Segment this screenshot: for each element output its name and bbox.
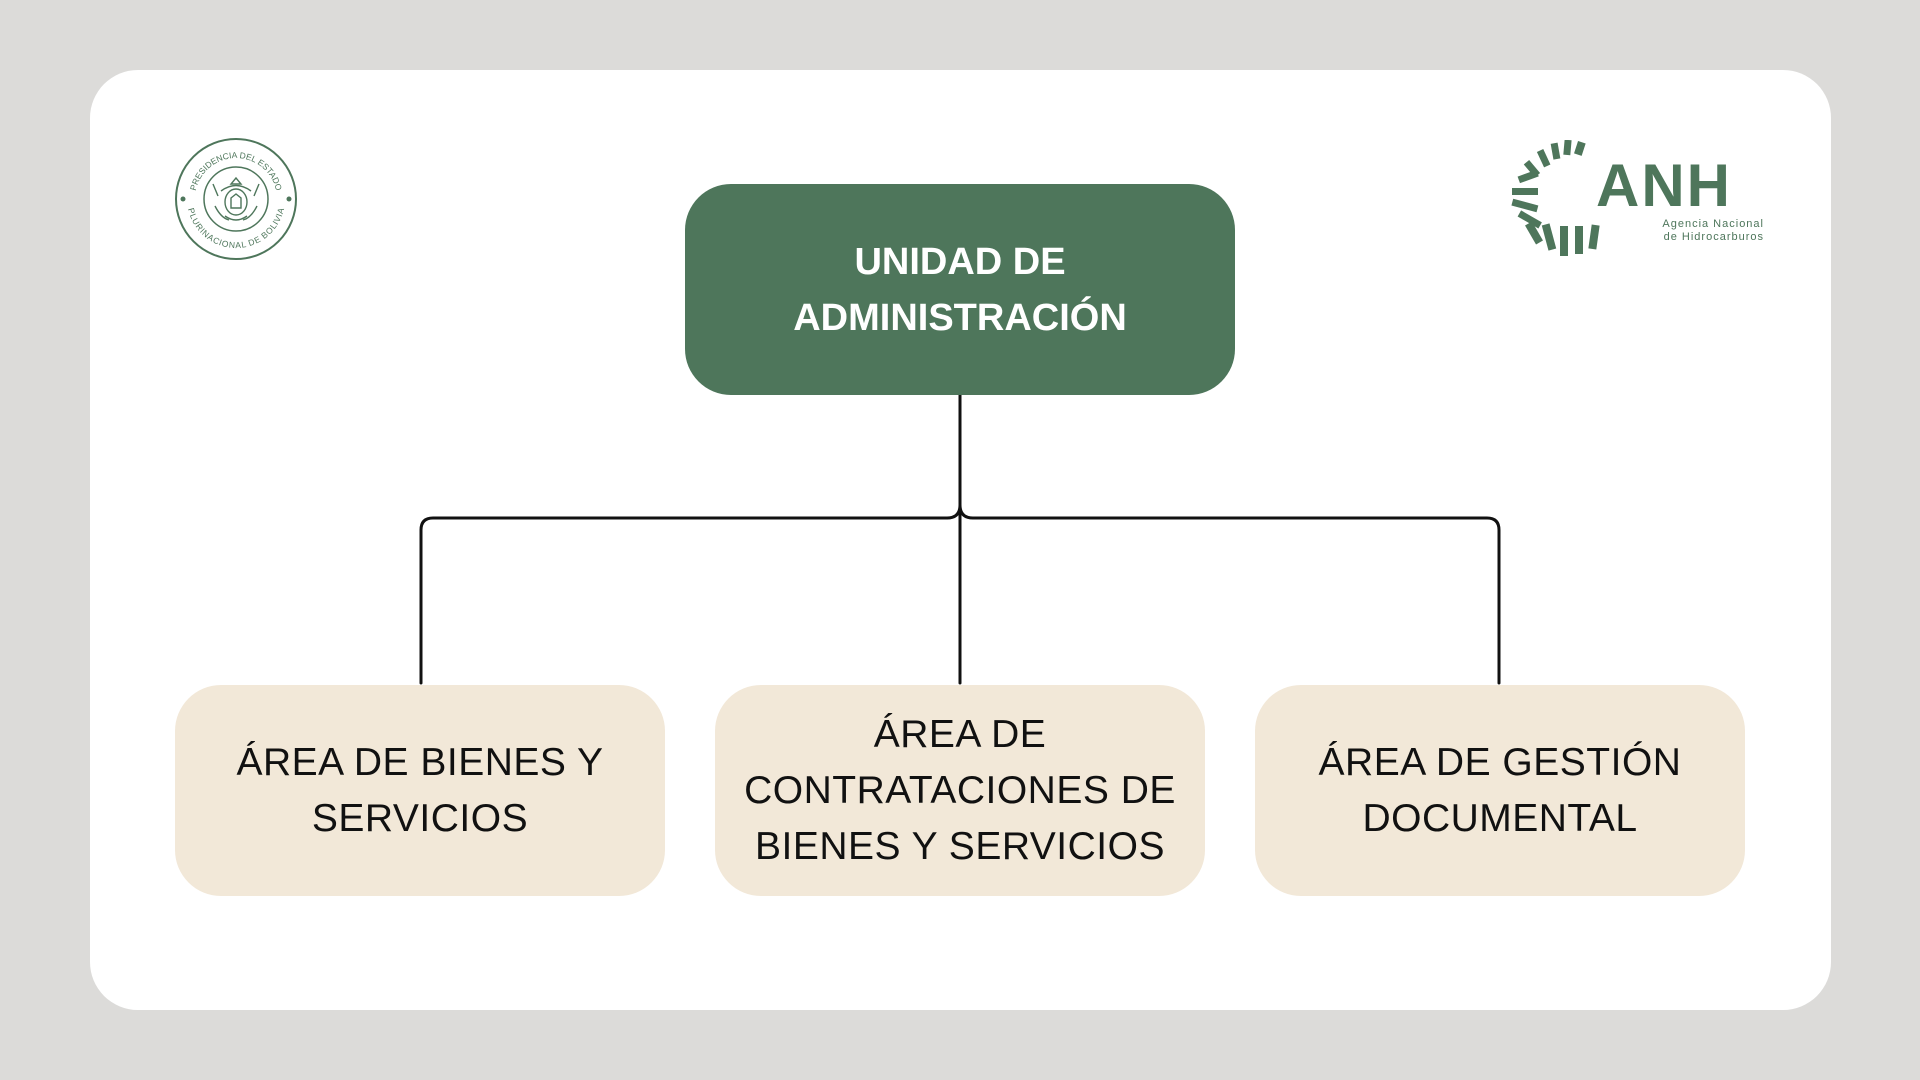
node-child-label: ÁREA DE BIENES Y SERVICIOS: [236, 740, 604, 840]
anh-logo: ANH Agencia Nacional de Hidrocarburos: [1511, 140, 1764, 256]
node-area-gestion-documental: ÁREA DE GESTIÓN DOCUMENTAL: [1255, 685, 1745, 896]
node-area-bienes-y-servicios: ÁREA DE BIENES Y SERVICIOS: [175, 685, 665, 896]
node-area-contrataciones: ÁREA DE CONTRATACIONES DE BIENES Y SERVI…: [715, 685, 1205, 896]
node-unidad-de-administracion: UNIDAD DE ADMINISTRACIÓN: [685, 184, 1235, 395]
seal-text-bottom: PLURINACIONAL DE BOLIVIA: [186, 207, 287, 251]
anh-tagline-2: de Hidrocarburos: [1664, 231, 1764, 243]
anh-tagline-1: Agencia Nacional: [1662, 218, 1764, 230]
anh-wordmark: ANH: [1596, 152, 1732, 219]
seal-icon: PRESIDENCIA DEL ESTADO PLURINACIONAL DE …: [175, 138, 297, 260]
node-root-label: UNIDAD DE ADMINISTRACIÓN: [793, 240, 1127, 339]
svg-text:PLURINACIONAL DE BOLIVIA: PLURINACIONAL DE BOLIVIA: [186, 207, 287, 251]
node-child-label: ÁREA DE CONTRATACIONES DE BIENES Y SERVI…: [744, 712, 1176, 868]
node-child-label: ÁREA DE GESTIÓN DOCUMENTAL: [1318, 740, 1682, 840]
